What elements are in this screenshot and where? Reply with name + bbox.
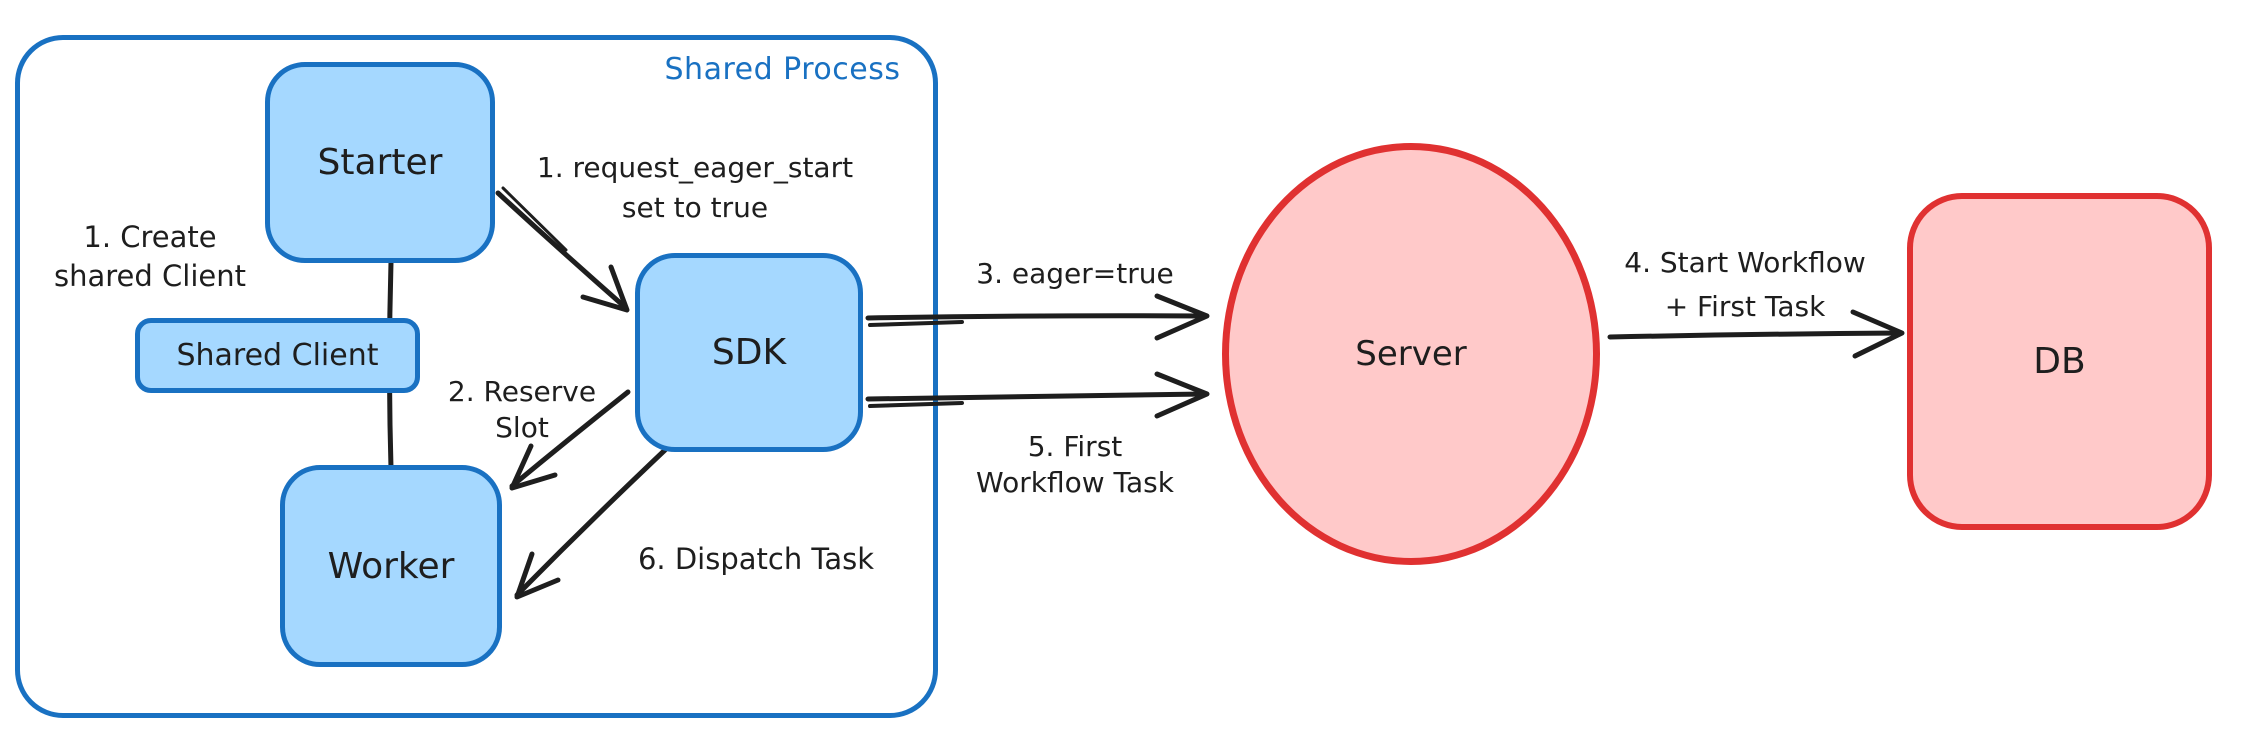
sdk-node: SDK [635, 253, 863, 452]
starter-node: Starter [265, 62, 495, 263]
server-node: Server [1222, 143, 1600, 565]
annotation-step2-reserve-slot: 2. Reserve Slot [447, 375, 597, 445]
annotation-step5-first-workflow-task: 5. First Workflow Task [976, 430, 1174, 499]
shared-client-label: Shared Client [176, 338, 379, 373]
db-label: DB [2033, 341, 2086, 382]
annotation-step1-create-shared-client: 1. Create shared Client [54, 220, 246, 294]
annotation-step4-start-workflow: 4. Start Workflow + First Task [1624, 246, 1866, 324]
arrow-4-start-workflow [1607, 309, 1905, 359]
arrow-2-reserve-slot [509, 389, 631, 491]
db-node: DB [1907, 193, 2212, 530]
shared-process-box [15, 35, 938, 718]
server-label: Server [1355, 334, 1467, 374]
worker-node: Worker [280, 465, 502, 667]
arrow-5-first-workflow-task [865, 371, 1210, 419]
arrow-1-request-eager-start [495, 186, 630, 313]
starter-label: Starter [317, 142, 443, 183]
arrow-6-dispatch-task [514, 447, 668, 600]
worker-label: Worker [327, 545, 455, 587]
shared-client-node: Shared Client [135, 318, 420, 393]
annotation-step1-request-eager-start: 1. request_eager_start set to true [536, 151, 854, 224]
annotation-step3-eager-true: 3. eager=true [976, 257, 1174, 290]
shared-process-label: Shared Process [664, 52, 901, 87]
arrow-3-eager-true [865, 293, 1210, 341]
sdk-label: SDK [711, 332, 787, 373]
annotation-step6-dispatch-task: 6. Dispatch Task [637, 542, 875, 576]
